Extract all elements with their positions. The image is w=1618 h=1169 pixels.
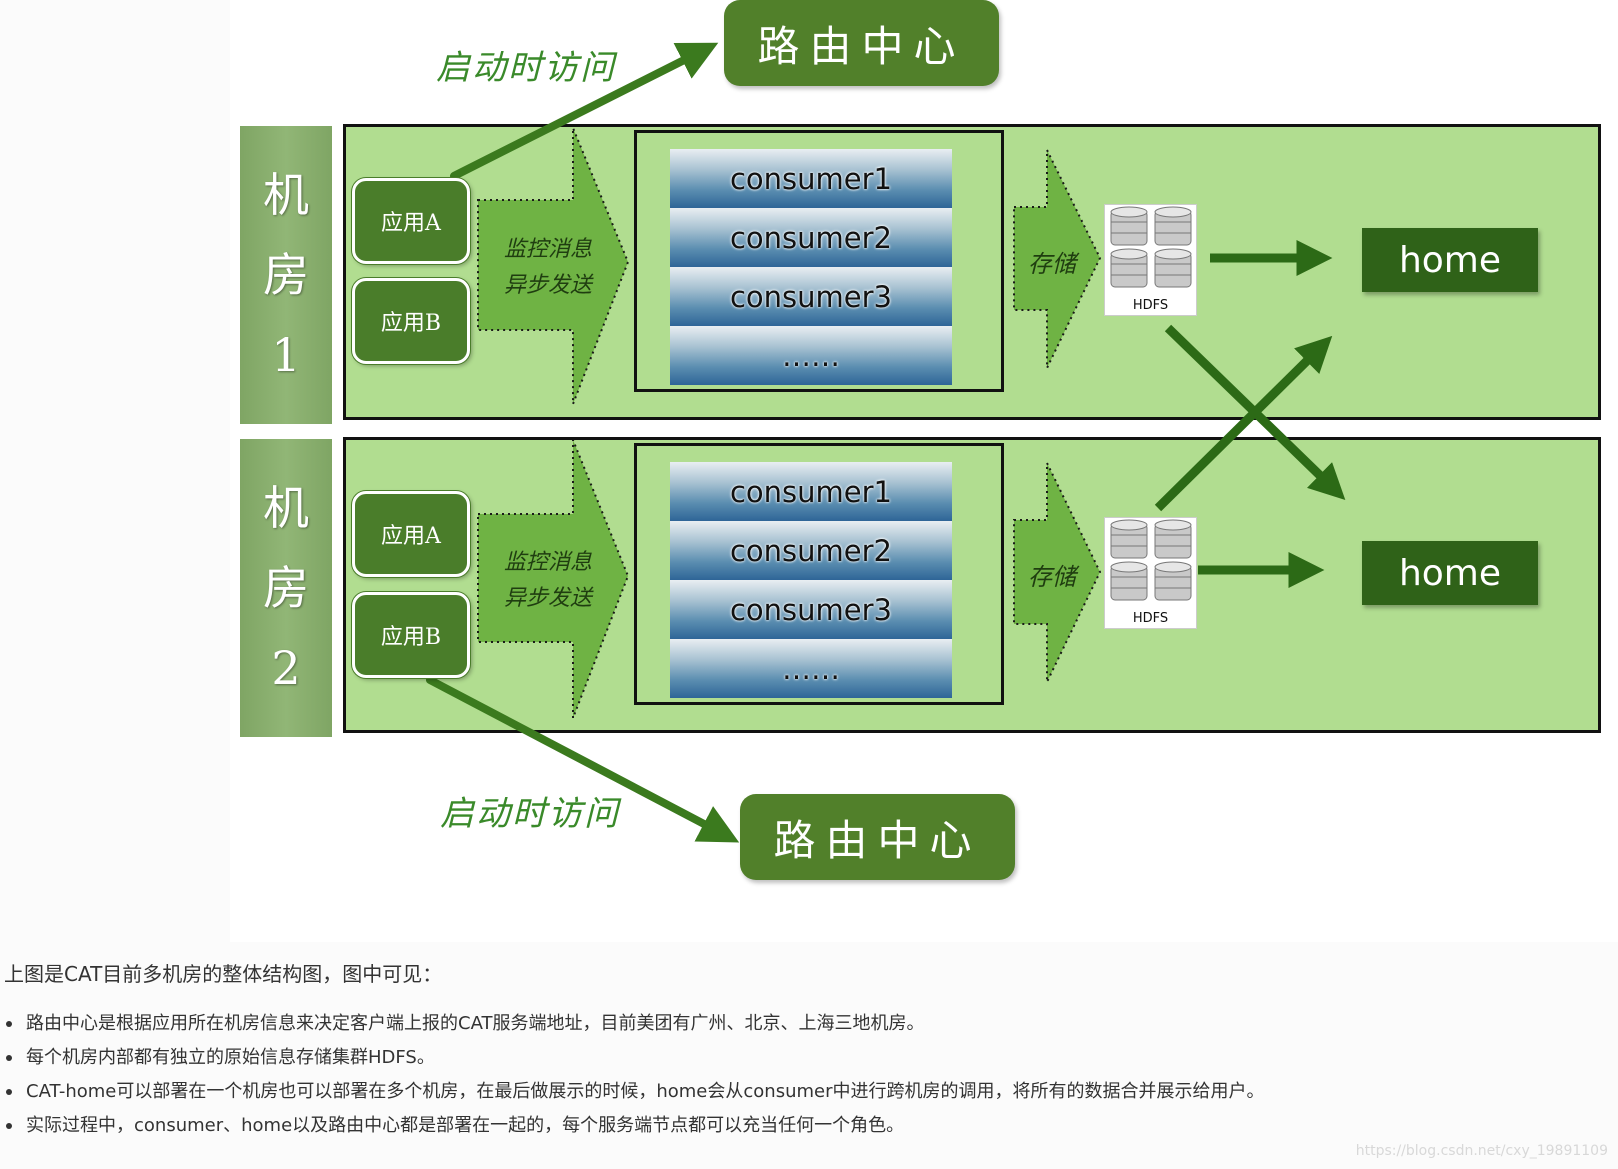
route-center-bottom-label: 路由中心 <box>773 815 982 865</box>
architecture-diagram: 路由中心 路由中心 启动时访问 启动时访问 机 房 1 应用A 应用B 监控消息… <box>230 0 1618 942</box>
diagram-arrows <box>426 42 1346 843</box>
room-1-app-a-label: 应用A <box>381 211 441 236</box>
list-item: CAT-home可以部署在一个机房也可以部署在多个机房，在最后做展示的时候，ho… <box>4 1080 1265 1114</box>
list-item: 每个机房内部都有独立的原始信息存储集群HDFS。 <box>4 1046 1265 1080</box>
room-2-consumer-panel: consumer1 consumer2 consumer3 …… <box>634 443 1004 705</box>
room-2-app-b: 应用B <box>352 592 470 678</box>
room-1-label-char-1: 机 <box>263 168 309 222</box>
route-center-top-label: 路由中心 <box>757 21 966 71</box>
room-2-storage-label: 存储 <box>1028 563 1076 591</box>
room-2-home: home <box>1362 541 1538 605</box>
room-1-async-send-label: 监控消息 异步发送 <box>488 232 608 304</box>
room-1-app-b: 应用B <box>352 278 470 364</box>
storage-arrow-2 <box>1013 462 1102 683</box>
room-2-hdfs: HDFS <box>1104 517 1197 629</box>
room-1-label: 机 房 1 <box>240 126 332 424</box>
room-1-home-label: home <box>1398 239 1502 281</box>
room-2-consumer-more: …… <box>670 639 952 698</box>
startup-arrow-bottom <box>426 676 740 843</box>
room-2-consumer-3: consumer3 <box>670 580 952 639</box>
room-2-app-b-label: 应用B <box>380 625 442 650</box>
bullet-icon <box>6 1055 12 1061</box>
room-2-hdfs-label: HDFS <box>1132 611 1169 626</box>
list-item-text: 每个机房内部都有独立的原始信息存储集群HDFS。 <box>26 1047 435 1068</box>
bullet-list: 路由中心是根据应用所在机房信息来决定客户端上报的CAT服务端地址，目前美团有广州… <box>4 1012 1265 1148</box>
route-center-top: 路由中心 <box>724 0 999 86</box>
room-1-home: home <box>1362 228 1538 292</box>
startup-arrow-top <box>450 42 719 180</box>
room-2-app-a: 应用A <box>352 491 470 577</box>
list-item-text: CAT-home可以部署在一个机房也可以部署在多个机房，在最后做展示的时候，ho… <box>26 1081 1265 1102</box>
room-1-consumer-panel: consumer1 consumer2 consumer3 …… <box>634 130 1004 392</box>
room-1-storage-label: 存储 <box>1028 250 1076 278</box>
startup-access-label-top: 启动时访问 <box>436 48 616 88</box>
room-1-async-line-1: 监控消息 <box>503 237 592 262</box>
room-2-async-line-2: 异步发送 <box>503 586 592 611</box>
list-item-text: 路由中心是根据应用所在机房信息来决定客户端上报的CAT服务端地址，目前美团有广州… <box>26 1013 925 1034</box>
list-item: 路由中心是根据应用所在机房信息来决定客户端上报的CAT服务端地址，目前美团有广州… <box>4 1012 1265 1046</box>
intro-paragraph: 上图是CAT目前多机房的整体结构图，图中可见： <box>4 962 443 986</box>
room-2-label: 机 房 2 <box>240 439 332 737</box>
room-2-consumer-1: consumer1 <box>670 462 952 521</box>
bullet-icon <box>6 1123 12 1129</box>
storage-arrow-1 <box>1013 149 1102 369</box>
room-1-app-a: 应用A <box>352 178 470 264</box>
room-2-async-send-label: 监控消息 异步发送 <box>488 545 608 617</box>
room-2-label-char-2: 房 <box>263 561 309 615</box>
list-item-text: 实际过程中，consumer、home以及路由中心都是部署在一起的，每个服务端节… <box>26 1115 905 1136</box>
bullet-icon <box>6 1089 12 1095</box>
async-send-arrow-1 <box>477 127 630 405</box>
room-2-app-a-label: 应用A <box>381 524 441 549</box>
watermark: https://blog.csdn.net/cxy_19891109 <box>1355 1143 1608 1159</box>
room-2-database-icon <box>1110 519 1192 601</box>
room-2-async-line-1: 监控消息 <box>503 550 592 575</box>
cross-arrow-down <box>1164 324 1346 501</box>
room-1-consumer-2: consumer2 <box>670 208 952 267</box>
room-1-hdfs-label: HDFS <box>1132 298 1169 313</box>
article-text: 上图是CAT目前多机房的整体结构图，图中可见： 路由中心是根据应用所在机房信息来… <box>0 942 1618 1169</box>
room-1-consumer-more: …… <box>670 326 952 385</box>
room-2-label-char-1: 机 <box>263 481 309 535</box>
room-2-consumer-2: consumer2 <box>670 521 952 580</box>
room-1-hdfs: HDFS <box>1104 204 1197 316</box>
room-2-label-char-3: 2 <box>271 641 301 695</box>
bullet-icon <box>6 1021 12 1027</box>
room-1-database-icon <box>1110 206 1192 288</box>
room-1-consumer-1: consumer1 <box>670 149 952 208</box>
list-item: 实际过程中，consumer、home以及路由中心都是部署在一起的，每个服务端节… <box>4 1114 1265 1148</box>
room-1-app-b-label: 应用B <box>380 311 442 336</box>
cross-arrow-up <box>1154 335 1333 512</box>
room-2-home-label: home <box>1398 552 1502 594</box>
async-send-arrow-2 <box>477 439 630 719</box>
room-1-label-char-3: 1 <box>271 328 301 382</box>
startup-access-label-bottom: 启动时访问 <box>440 794 620 834</box>
room-1-consumer-3: consumer3 <box>670 267 952 326</box>
room-1-label-char-2: 房 <box>263 248 309 302</box>
room-1-async-line-2: 异步发送 <box>503 273 592 298</box>
route-center-bottom: 路由中心 <box>740 794 1015 880</box>
